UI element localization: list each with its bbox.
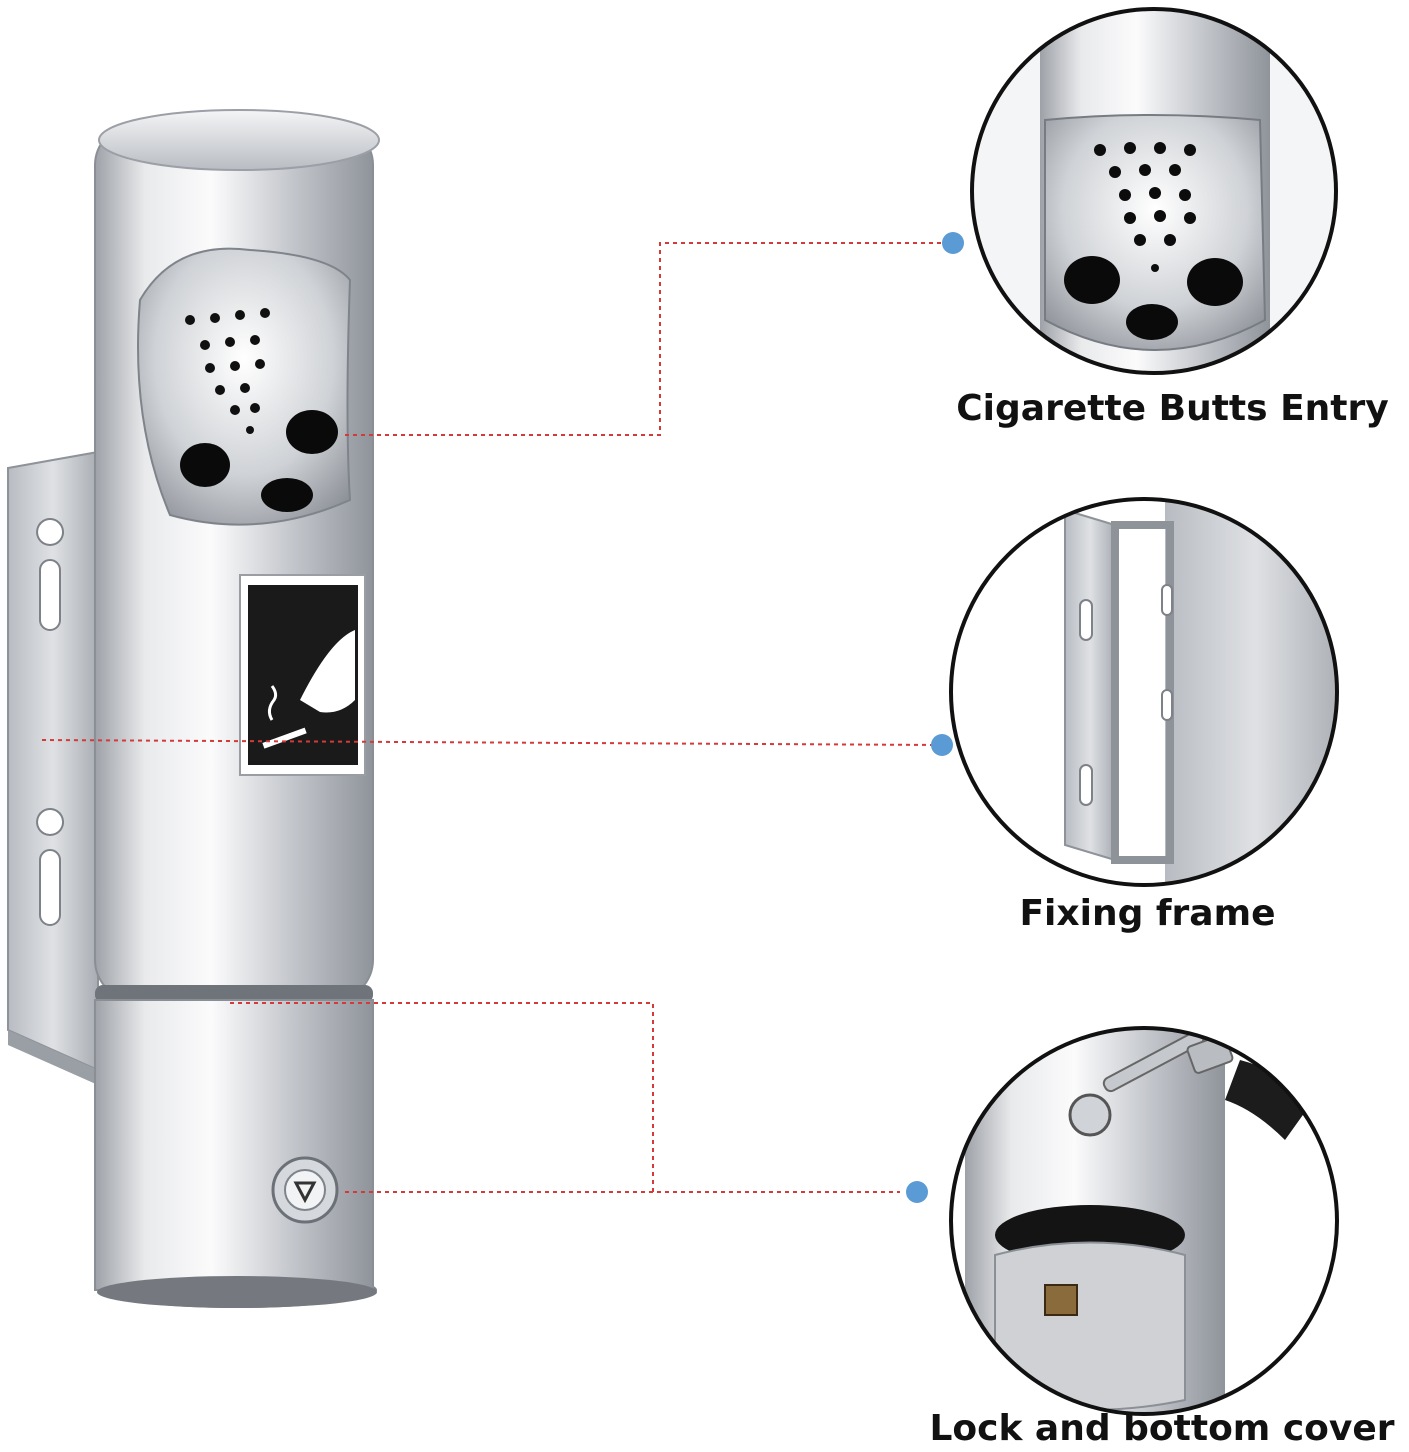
label-cigarette-butts-entry: Cigarette Butts Entry <box>956 388 1389 429</box>
anchor-dot-lock <box>906 1181 928 1203</box>
no-littering-sticker <box>239 574 366 776</box>
anchor-dot-fixing-frame <box>931 734 953 756</box>
anchor-dot-cigarette-entry <box>942 232 964 254</box>
detail-fixing-frame <box>949 497 1339 887</box>
leader-lines <box>41 242 945 1193</box>
label-lock-and-bottom-cover: Lock and bottom cover <box>929 1408 1395 1449</box>
hand-dropping-cigarette-icon <box>300 630 355 713</box>
lock-cylinder-front <box>271 1156 339 1224</box>
detail-lock-and-bottom-cover <box>949 1026 1339 1416</box>
detail-cigarette-butts-entry <box>970 7 1338 375</box>
perforation-holes <box>185 308 270 434</box>
label-fixing-frame: Fixing frame <box>1019 893 1276 934</box>
anchor-dots <box>906 232 964 1203</box>
wall-bracket <box>7 450 99 1085</box>
